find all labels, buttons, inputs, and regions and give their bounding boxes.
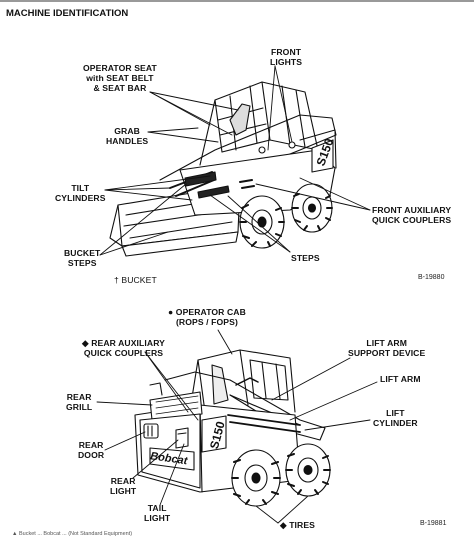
label-steps: STEPS (291, 253, 320, 263)
rear-leader-lines (96, 329, 378, 524)
label-bucket: † BUCKET (114, 275, 157, 285)
label-tires: ◆ TIRES (280, 520, 316, 530)
label-rear-grill: REAR GRILL (66, 392, 93, 412)
front-loader-drawing (109, 81, 337, 257)
front-leader-lines (99, 65, 371, 256)
label-rear-door: REAR DOOR (78, 440, 105, 460)
label-operator-seat: OPERATOR SEAT with SEAT BELT & SEAT BAR (83, 63, 157, 93)
figure-number-rear: B-19881 (420, 520, 447, 527)
figure-number-front: B-19880 (418, 274, 445, 281)
label-rear-aux-couplers: ◆ REAR AUXILIARY QUICK COUPLERS (82, 338, 166, 358)
footer-note: ▲ Bucket ... Bobcat ... (Not Standard Eq… (12, 531, 133, 537)
label-front-aux-couplers: FRONT AUXILIARY QUICK COUPLERS (372, 205, 452, 225)
label-tail-light: TAIL LIGHT (144, 503, 171, 523)
label-front-lights: FRONT LIGHTS (270, 47, 303, 67)
label-rear-light: REAR LIGHT (110, 476, 137, 496)
label-lift-arm: LIFT ARM (380, 374, 421, 384)
rear-loader-drawing (134, 349, 331, 507)
label-lift-arm-support: LIFT ARM SUPPORT DEVICE (348, 338, 426, 358)
page-title: MACHINE IDENTIFICATION (6, 8, 129, 19)
label-grab-handles: GRAB HANDLES (106, 126, 149, 146)
brand-decal: Bobcat (149, 450, 189, 467)
label-tilt-cylinders: TILT CYLINDERS (55, 183, 106, 203)
label-lift-cylinder: LIFT CYLINDER (373, 408, 418, 428)
top-rule (0, 0, 474, 2)
label-bucket-steps: BUCKET STEPS (64, 248, 101, 268)
label-operator-cab: ● OPERATOR CAB (ROPS / FOPS) (168, 307, 246, 327)
